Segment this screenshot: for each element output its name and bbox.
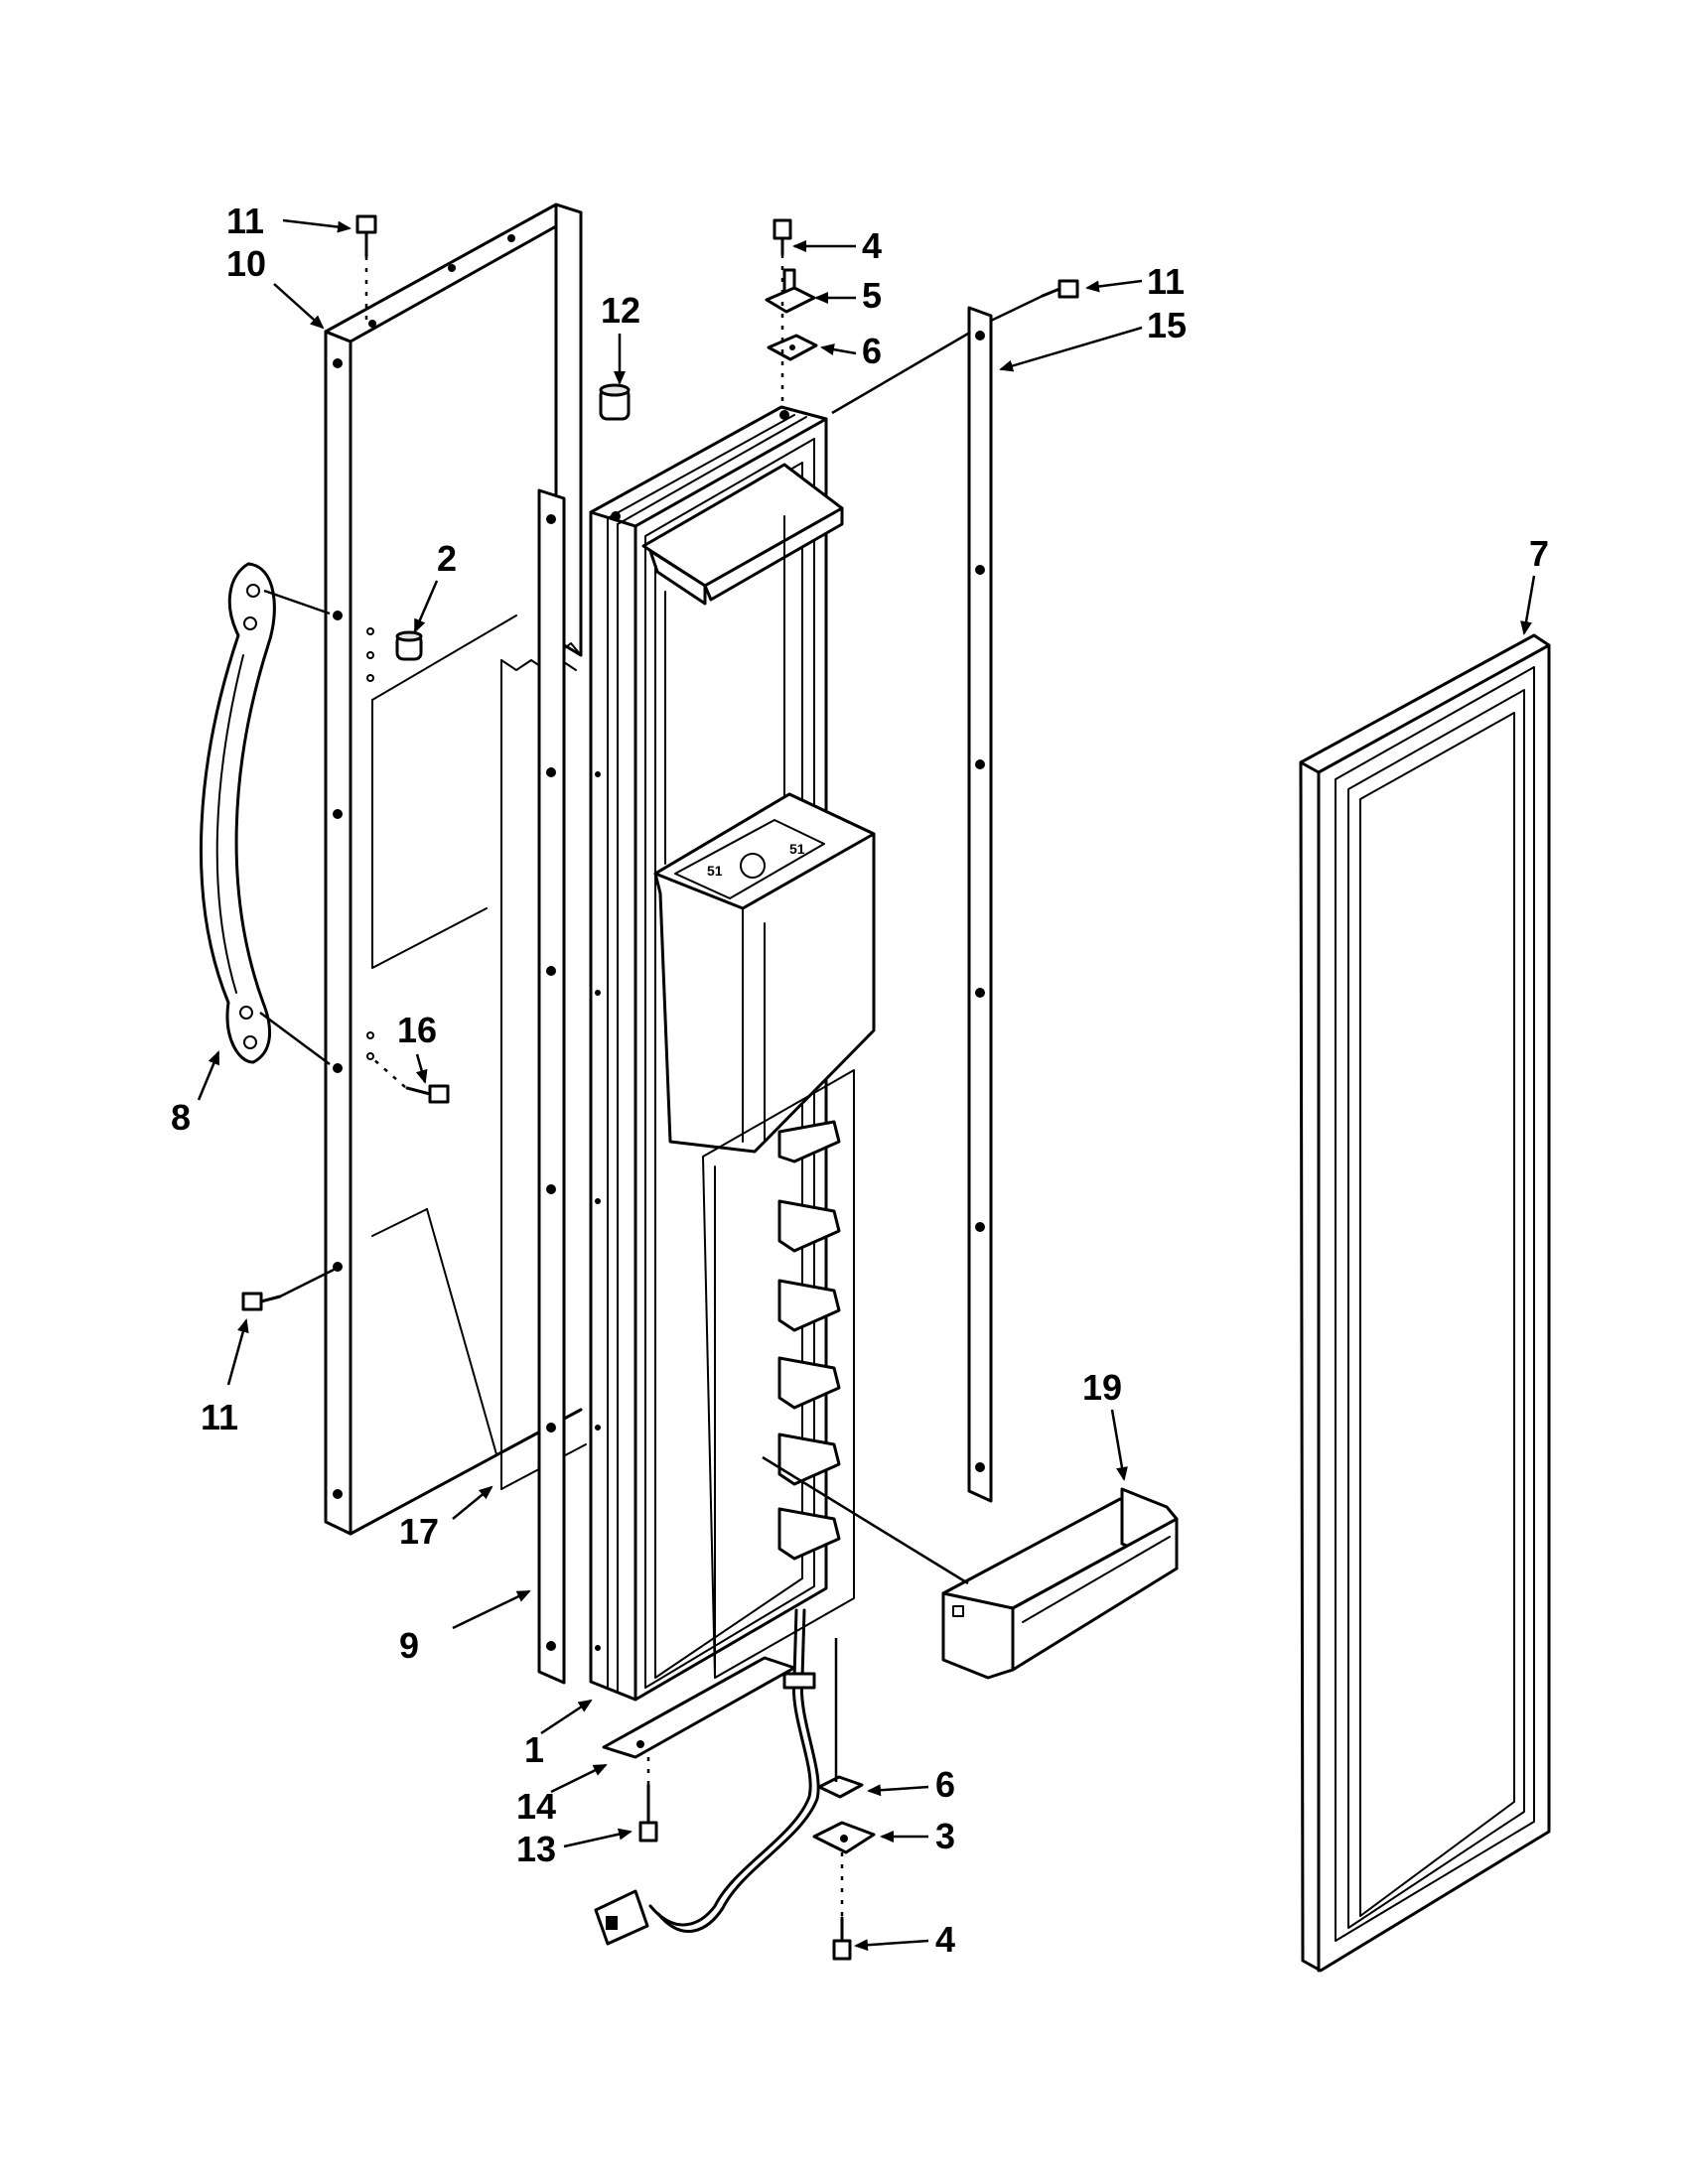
callout-17: 17 bbox=[399, 1511, 439, 1552]
door-gasket bbox=[1299, 633, 1551, 1973]
callout-3: 3 bbox=[935, 1816, 955, 1856]
screw-13 bbox=[638, 1783, 658, 1843]
callout-11-left: 11 bbox=[201, 1397, 238, 1437]
hinge-5 bbox=[765, 268, 816, 314]
callout-14: 14 bbox=[516, 1786, 556, 1827]
callout-7: 7 bbox=[1529, 533, 1549, 574]
callout-4-bottom: 4 bbox=[935, 1919, 955, 1960]
callout-15: 15 bbox=[1147, 305, 1187, 345]
wire-harness bbox=[594, 1608, 820, 1946]
callout-11-top-left: 11 bbox=[226, 201, 264, 241]
callout-1: 1 bbox=[524, 1729, 544, 1770]
callout-6-top: 6 bbox=[862, 331, 882, 371]
outer-door-panel bbox=[324, 203, 583, 1536]
right-trim-strip bbox=[967, 306, 993, 1503]
callout-11-top-right: 11 bbox=[1147, 261, 1185, 302]
callout-5: 5 bbox=[862, 275, 882, 316]
screw-11-top-left bbox=[355, 214, 377, 258]
leader-lines bbox=[197, 218, 1536, 1952]
svg-text:51: 51 bbox=[707, 863, 723, 879]
door-bin bbox=[941, 1487, 1179, 1680]
screw-11-top-right bbox=[1041, 279, 1079, 299]
callouts: 11 10 4 5 6 11 15 12 2 7 16 8 11 19 17 9… bbox=[171, 201, 1549, 1960]
hinge-bottom-3 bbox=[812, 1821, 876, 1854]
callout-6-bottom: 6 bbox=[935, 1764, 955, 1805]
screw-11-left bbox=[241, 1292, 282, 1311]
shim-bottom-6 bbox=[817, 1775, 864, 1799]
shim-top-6 bbox=[767, 334, 818, 361]
bushing-2 bbox=[395, 630, 423, 661]
callout-8: 8 bbox=[171, 1097, 191, 1138]
svg-text:51: 51 bbox=[789, 841, 805, 857]
callout-2: 2 bbox=[437, 538, 457, 579]
callout-19: 19 bbox=[1082, 1367, 1122, 1408]
shelf-clips bbox=[777, 1120, 841, 1561]
screw-16 bbox=[405, 1084, 450, 1104]
side-trim-strip bbox=[537, 488, 566, 1685]
callout-13: 13 bbox=[516, 1829, 556, 1869]
callout-10: 10 bbox=[226, 243, 266, 284]
plug-12 bbox=[599, 383, 631, 421]
door-handle bbox=[200, 562, 276, 1064]
callout-4-top: 4 bbox=[862, 225, 882, 266]
screw-top-4 bbox=[773, 218, 792, 256]
callout-12: 12 bbox=[601, 290, 640, 331]
callout-9: 9 bbox=[399, 1625, 419, 1666]
screw-bottom-4 bbox=[832, 1916, 852, 1961]
callout-16: 16 bbox=[397, 1010, 437, 1050]
door-liner: 51 51 bbox=[589, 405, 876, 1702]
